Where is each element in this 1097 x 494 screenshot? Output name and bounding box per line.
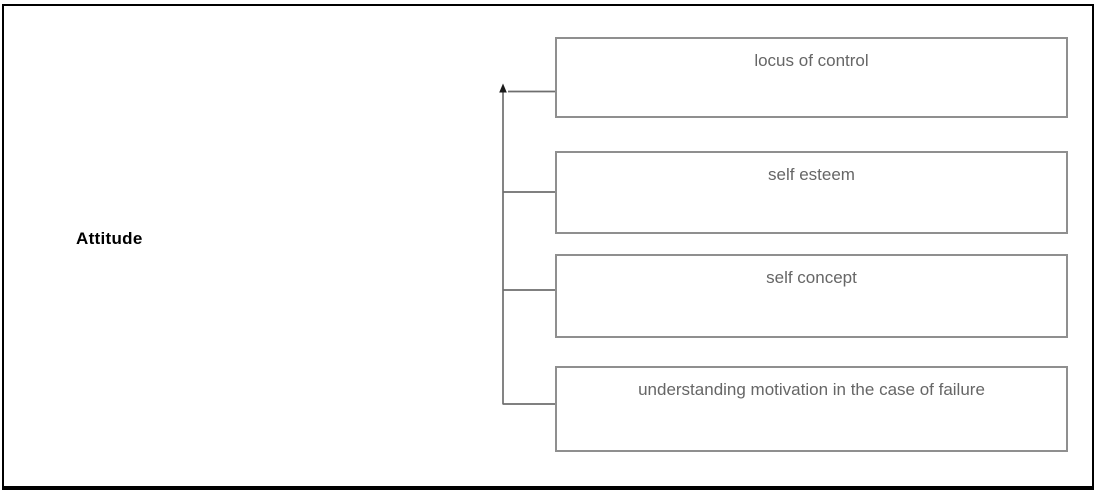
node-understanding-motivation: understanding motivation in the case of … — [555, 366, 1068, 452]
node-self-esteem: self esteem — [555, 151, 1068, 234]
node-locus-of-control: locus of control — [555, 37, 1068, 118]
root-node-attitude: Attitude — [76, 229, 143, 248]
node-label: understanding motivation in the case of … — [638, 380, 985, 399]
node-self-concept: self concept — [555, 254, 1068, 338]
node-label: self concept — [766, 268, 857, 287]
node-label: self esteem — [768, 165, 855, 184]
arrowhead-up-icon — [499, 83, 507, 93]
node-label: locus of control — [754, 51, 869, 70]
